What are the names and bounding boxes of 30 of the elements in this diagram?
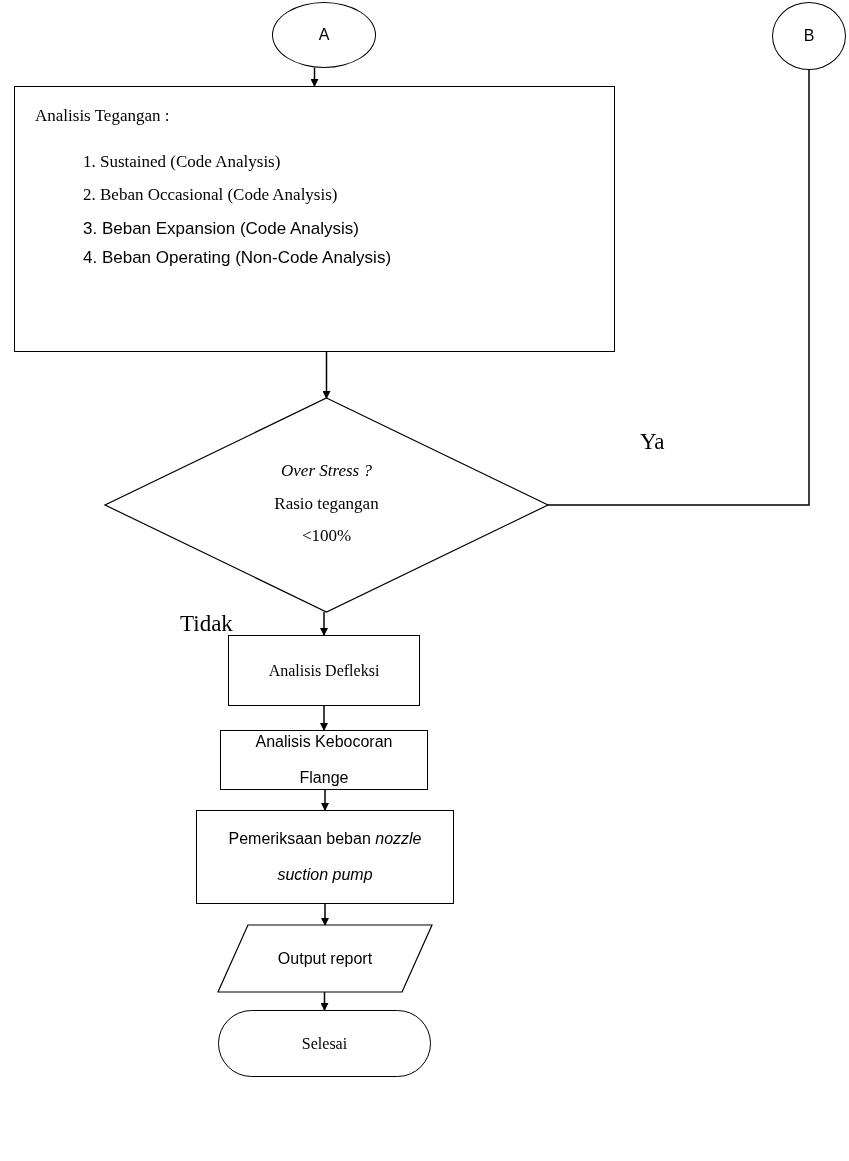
- node-label: B: [803, 26, 815, 46]
- arrow: [321, 903, 329, 926]
- box-heading: Analisis Tegangan :: [35, 105, 170, 127]
- list-item: 1. Sustained (Code Analysis): [83, 150, 281, 173]
- list-item: 4. Beban Operating (Non-Code Analysis): [83, 247, 392, 269]
- process-box: [14, 86, 615, 352]
- process-box: [220, 730, 428, 790]
- edge-label: Tidak: [180, 612, 233, 635]
- node-label: Analisis Kebocoran Flange: [254, 732, 394, 788]
- node-label: A: [318, 25, 330, 45]
- arrow: [320, 705, 328, 731]
- arrow: [320, 991, 329, 1011]
- process-box: [196, 810, 454, 904]
- process-box: [228, 635, 420, 706]
- node-label: Analisis Defleksi: [268, 660, 380, 681]
- node-label: Selesai: [301, 1033, 348, 1054]
- arrow: [322, 351, 331, 399]
- decision-diamond: [105, 398, 548, 612]
- list-item: 2. Beban Occasional (Code Analysis): [83, 184, 338, 206]
- arrow: [320, 611, 328, 636]
- list-item: 3. Beban Expansion (Code Analysis): [83, 217, 359, 240]
- arrow: [310, 67, 319, 87]
- node-label: Output report: [277, 948, 373, 969]
- node-label: Pemeriksaan beban nozzle suction pump: [227, 829, 423, 885]
- output-parallelogram: [218, 925, 432, 992]
- connector-line: [547, 69, 810, 506]
- node-label: Over Stress ?: [281, 460, 372, 483]
- node-label: Rasio tegangan <100%: [273, 492, 380, 547]
- edge-label: Ya: [640, 430, 665, 453]
- arrow: [321, 789, 329, 811]
